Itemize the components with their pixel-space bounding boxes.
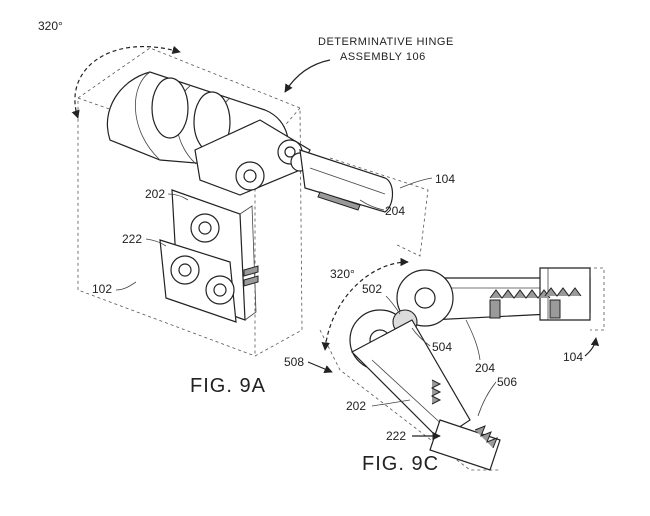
lower-bracket-9c <box>351 319 501 471</box>
ref-104-9c: 104 <box>563 350 583 364</box>
title-line-1: Determinative hinge <box>318 36 454 48</box>
ref-504: 504 <box>432 340 452 354</box>
figure-9a: Determinative hinge assembly 106 320° 10… <box>38 19 455 397</box>
ref-204-9c: 204 <box>475 361 495 375</box>
ref-104-9a: 104 <box>435 172 455 186</box>
housing-outline-202-9c <box>319 329 500 471</box>
springs-lower-9c <box>430 379 498 449</box>
title-leader <box>284 59 331 93</box>
rotation-arc-9a <box>71 45 181 119</box>
ref-202-9a: 202 <box>145 187 165 201</box>
title-line-2: assembly 106 <box>340 51 426 63</box>
mounting-bracket-202 <box>159 189 257 323</box>
caption-9c: FIG. 9C <box>362 453 439 475</box>
spring-9a <box>243 265 259 287</box>
figure-9c: 320° 502 504 508 204 104 506 202 222 FIG… <box>284 257 605 475</box>
ref-202-9c: 202 <box>346 399 366 413</box>
ref-102-9a: 102 <box>92 282 112 296</box>
ref-502: 502 <box>362 282 382 296</box>
rotation-arc-9c <box>321 257 409 351</box>
screws <box>170 213 235 305</box>
springs-104-9c <box>489 287 582 319</box>
ref-222-9a: 222 <box>122 232 142 246</box>
ref-222-9c: 222 <box>386 429 406 443</box>
caption-9a: FIG. 9A <box>190 375 266 397</box>
arm-plate-104 <box>299 149 394 213</box>
ref-204-9a: 204 <box>385 204 405 218</box>
rotation-label-9a: 320° <box>38 19 63 33</box>
rotation-label-9c: 320° <box>330 267 355 281</box>
ref-506: 506 <box>497 375 517 389</box>
ref-508: 508 <box>284 355 304 369</box>
